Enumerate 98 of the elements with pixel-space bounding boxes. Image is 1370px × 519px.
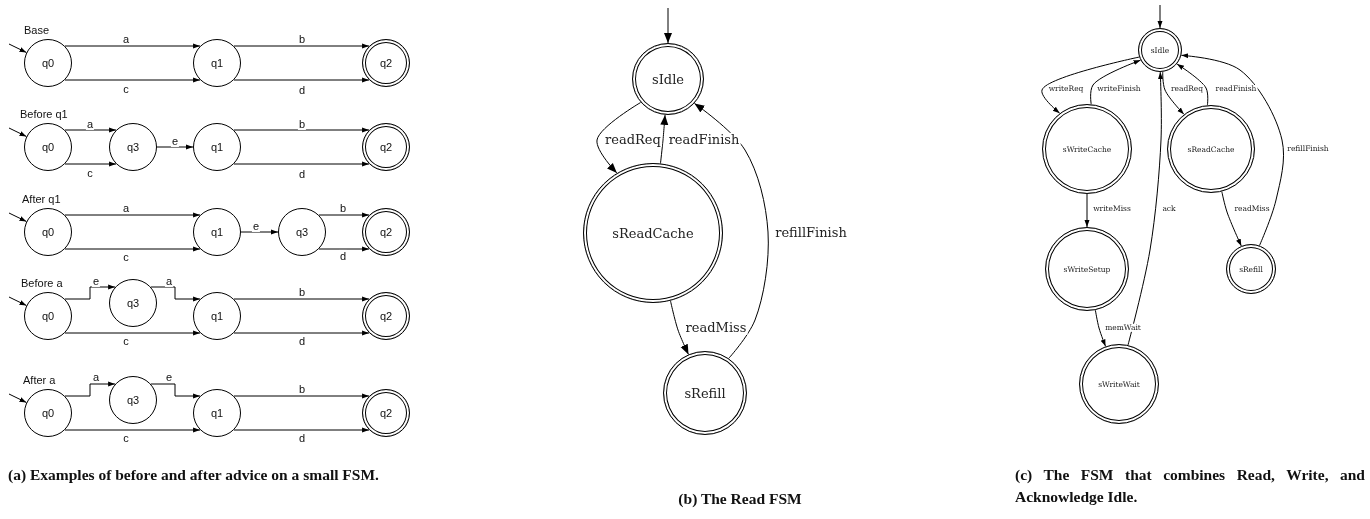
state-label: q2 [379,407,393,419]
state-label: q0 [41,141,55,153]
state-label: q3 [126,297,140,309]
state-label: sIdle [652,71,684,87]
edge-label: b [297,32,307,46]
transition-arrow [64,161,117,167]
transition-arrow [240,229,279,235]
transition-arrow [64,284,116,300]
state-label: q1 [210,407,224,419]
accepting-state-circle [1045,227,1129,311]
transition-arrow [1180,53,1285,246]
accepting-state-circle [663,351,747,435]
state-label: q1 [210,310,224,322]
state-label: q2 [379,310,393,322]
transition-arrow [156,144,194,150]
transition-arrow [660,114,669,164]
state-label: sRefill [684,385,726,401]
accepting-state-circle [583,163,723,303]
transition-arrow [64,330,201,336]
transition-arrow [596,101,642,174]
edge-label: d [297,431,307,445]
accepting-state-circle [362,292,410,340]
transition-arrow [8,43,27,53]
transition-arrow [664,7,672,44]
transition-arrow [1162,71,1185,115]
transition-arrow [64,381,116,397]
edge-label: readReq [604,132,662,148]
figure-caption: (a) Examples of before and after advice on a small FSM. [8,465,380,485]
transition-arrow [8,212,27,222]
transition-arrow [64,77,201,83]
initial-state-label: After q1 [22,193,61,205]
state-label: sReadCache [612,225,694,241]
state-label: q2 [379,141,393,153]
accepting-state-circle [1042,104,1132,194]
accepting-state-circle [1079,344,1159,424]
transition-arrow [150,286,201,302]
figure-caption: (c) The FSM that combines Read, Write, and Acknowledge Idle. [1015,465,1365,507]
transition-arrow [64,127,117,133]
state-label: q2 [379,57,393,69]
accepting-state-circle [362,39,410,87]
state-label: q1 [210,57,224,69]
transition-arrow [64,246,201,252]
transition-arrow [233,161,370,167]
transition-arrow [1041,56,1140,114]
transition-arrow [1084,193,1090,228]
accepting-state-circle [632,43,704,115]
transition-arrow [1221,191,1242,247]
edge-label: b [297,117,307,131]
edge-label: d [297,83,307,97]
transition-arrow [64,427,201,433]
initial-state-label: Before a [21,277,63,289]
state-label: q1 [210,226,224,238]
state-label: q0 [41,226,55,238]
transition-arrow [1094,309,1107,347]
accepting-state-circle [362,208,410,256]
state-label: q0 [41,310,55,322]
edge-label: d [297,167,307,181]
transition-arrow [64,43,201,49]
transition-arrow [1127,71,1164,346]
transition-arrow [318,212,370,218]
initial-state-label: Before q1 [20,108,68,120]
transition-arrow [8,127,27,137]
edge-label: readMiss [684,320,748,336]
transition-arrow [64,212,201,218]
state-label: q3 [295,226,309,238]
transition-arrow [233,296,370,302]
transition-arrow [693,102,769,359]
transition-arrow [1176,63,1209,106]
transition-arrow [669,300,689,355]
transition-arrow [233,43,370,49]
state-label: q3 [126,394,140,406]
edge-label: b [338,201,348,215]
transition-arrow [233,393,370,399]
edge-label: d [338,249,348,263]
accepting-state-circle [1167,105,1255,193]
state-label: q1 [210,141,224,153]
figure-caption: (b) The Read FSM [677,489,803,509]
accepting-state-circle [362,123,410,171]
transition-arrow [233,427,370,433]
transition-arrow [233,127,370,133]
state-label: q2 [379,226,393,238]
state-label: q0 [41,57,55,69]
transition-arrow [8,393,27,403]
accepting-state-circle [1138,28,1182,72]
transition-arrow [233,330,370,336]
transition-arrow [318,246,370,252]
state-label: q3 [126,141,140,153]
state-label: q0 [41,407,55,419]
transition-arrow [150,383,201,399]
transition-arrow [8,296,27,306]
transition-arrow [233,77,370,83]
transition-arrow [1157,4,1163,29]
edge-label: b [297,382,307,396]
accepting-state-circle [1226,244,1276,294]
transition-arrow [1090,59,1141,105]
accepting-state-circle [362,389,410,437]
edge-label: b [297,285,307,299]
edge-label: d [297,334,307,348]
